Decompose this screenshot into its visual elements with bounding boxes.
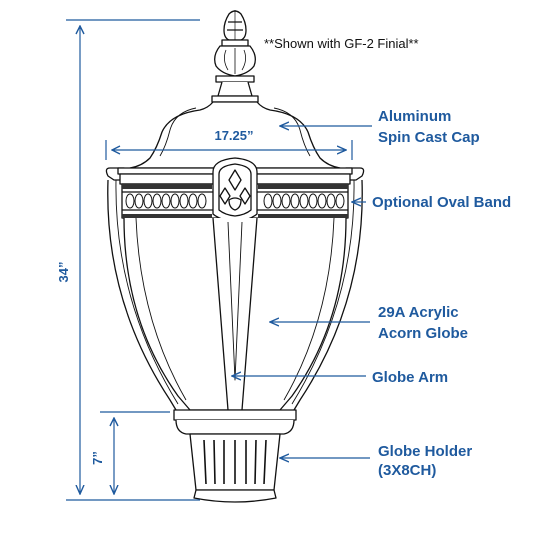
- globe-label-line1: 29A Acrylic: [378, 304, 459, 321]
- holder-label-line2: (3X8CH): [378, 462, 436, 479]
- band-label: Optional Oval Band: [372, 194, 511, 211]
- width-label: 17.25”: [214, 128, 253, 143]
- arm-shield: [212, 157, 258, 223]
- height-holder-label: 7”: [90, 451, 105, 465]
- callout-band: Optional Oval Band: [352, 194, 511, 211]
- callout-globe: 29A Acrylic Acorn Globe: [270, 304, 468, 342]
- arm-label: Globe Arm: [372, 369, 448, 386]
- callout-holder: Globe Holder (3X8CH): [280, 443, 472, 479]
- cap-label-line1: Aluminum: [378, 108, 451, 125]
- fixture-drawing: [105, 10, 365, 503]
- holder-label-line1: Globe Holder: [378, 443, 472, 460]
- dimension-overall-height: [66, 19, 200, 501]
- finial: [211, 10, 259, 103]
- dimension-holder-height: [100, 411, 170, 494]
- globe-label-line2: Acorn Globe: [378, 325, 468, 342]
- finial-note: **Shown with GF-2 Finial**: [264, 36, 419, 51]
- globe-holder: [173, 409, 297, 503]
- callout-cap: Aluminum Spin Cast Cap: [280, 108, 480, 146]
- callout-arm: Globe Arm: [232, 369, 448, 386]
- height-total-label: 34”: [56, 262, 71, 283]
- cap-label-line2: Spin Cast Cap: [378, 129, 480, 146]
- dimension-width: [105, 140, 353, 160]
